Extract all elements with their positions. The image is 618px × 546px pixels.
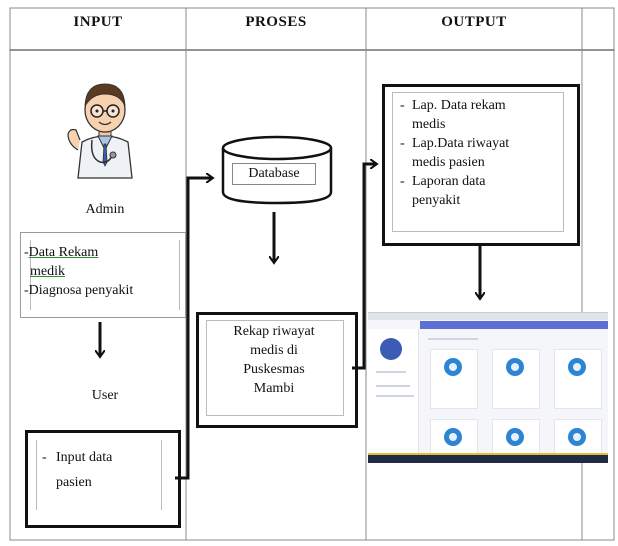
admin-data-item-1-cont: medik <box>30 264 65 279</box>
thumbnail-taskbar <box>368 455 608 463</box>
thumbnail-avatar-icon <box>380 338 402 360</box>
database-label: Database <box>248 166 300 181</box>
thumbnail-card-icon <box>568 358 586 376</box>
column-header-proses: PROSES <box>245 14 307 30</box>
thumbnail-card-icon <box>506 428 524 446</box>
doctor-avatar-icon <box>67 83 133 179</box>
column-header-output: OUTPUT <box>441 14 507 30</box>
thumbnail-breadcrumb-line <box>428 338 478 340</box>
admin-label: Admin <box>85 202 125 217</box>
recap-line-4: Mambi <box>253 381 295 396</box>
thumbnail-card-icon <box>568 428 586 446</box>
app-dashboard-thumbnail <box>368 312 608 463</box>
admin-data-item-2: -Diagnosa penyakit <box>24 283 134 298</box>
thumbnail-card-1 <box>430 349 478 409</box>
database-label-box <box>232 163 316 185</box>
recap-line-3: Puskesmas <box>243 362 305 377</box>
user-label: User <box>91 388 119 403</box>
database-cylinder-icon <box>221 135 333 205</box>
user-data-inner-box <box>36 440 162 510</box>
admin-data-list: -Data Rekam medik -Diagnosa penyakit <box>24 243 184 300</box>
thumbnail-accent-stripe <box>368 453 608 455</box>
table-border <box>9 7 615 541</box>
thumbnail-side-line-3 <box>376 395 414 397</box>
reports-inner-box <box>392 92 564 232</box>
thumbnail-card-2 <box>492 349 540 409</box>
thumbnail-card-icon <box>506 358 524 376</box>
recap-line-1: Rekap riwayat <box>233 324 315 339</box>
thumbnail-side-line-1 <box>376 371 406 373</box>
thumbnail-side-line-2 <box>376 385 410 387</box>
recap-text: Rekap riwayat medis di Puskesmas Mambi <box>206 322 342 398</box>
user-data-line-2: pasien <box>56 475 92 490</box>
thumbnail-card-icon <box>444 428 462 446</box>
thumbnail-card-icon <box>444 358 462 376</box>
thumbnail-navbar <box>420 321 608 329</box>
user-data-line-1: Input data <box>56 450 113 465</box>
recap-line-2: medis di <box>250 343 298 358</box>
admin-data-item-1: -Data Rekam <box>24 245 99 260</box>
thumbnail-browser-strip <box>368 313 608 320</box>
user-data-text: - Input data pasien <box>42 448 162 492</box>
thumbnail-card-3 <box>554 349 602 409</box>
column-header-input: INPUT <box>73 14 123 30</box>
